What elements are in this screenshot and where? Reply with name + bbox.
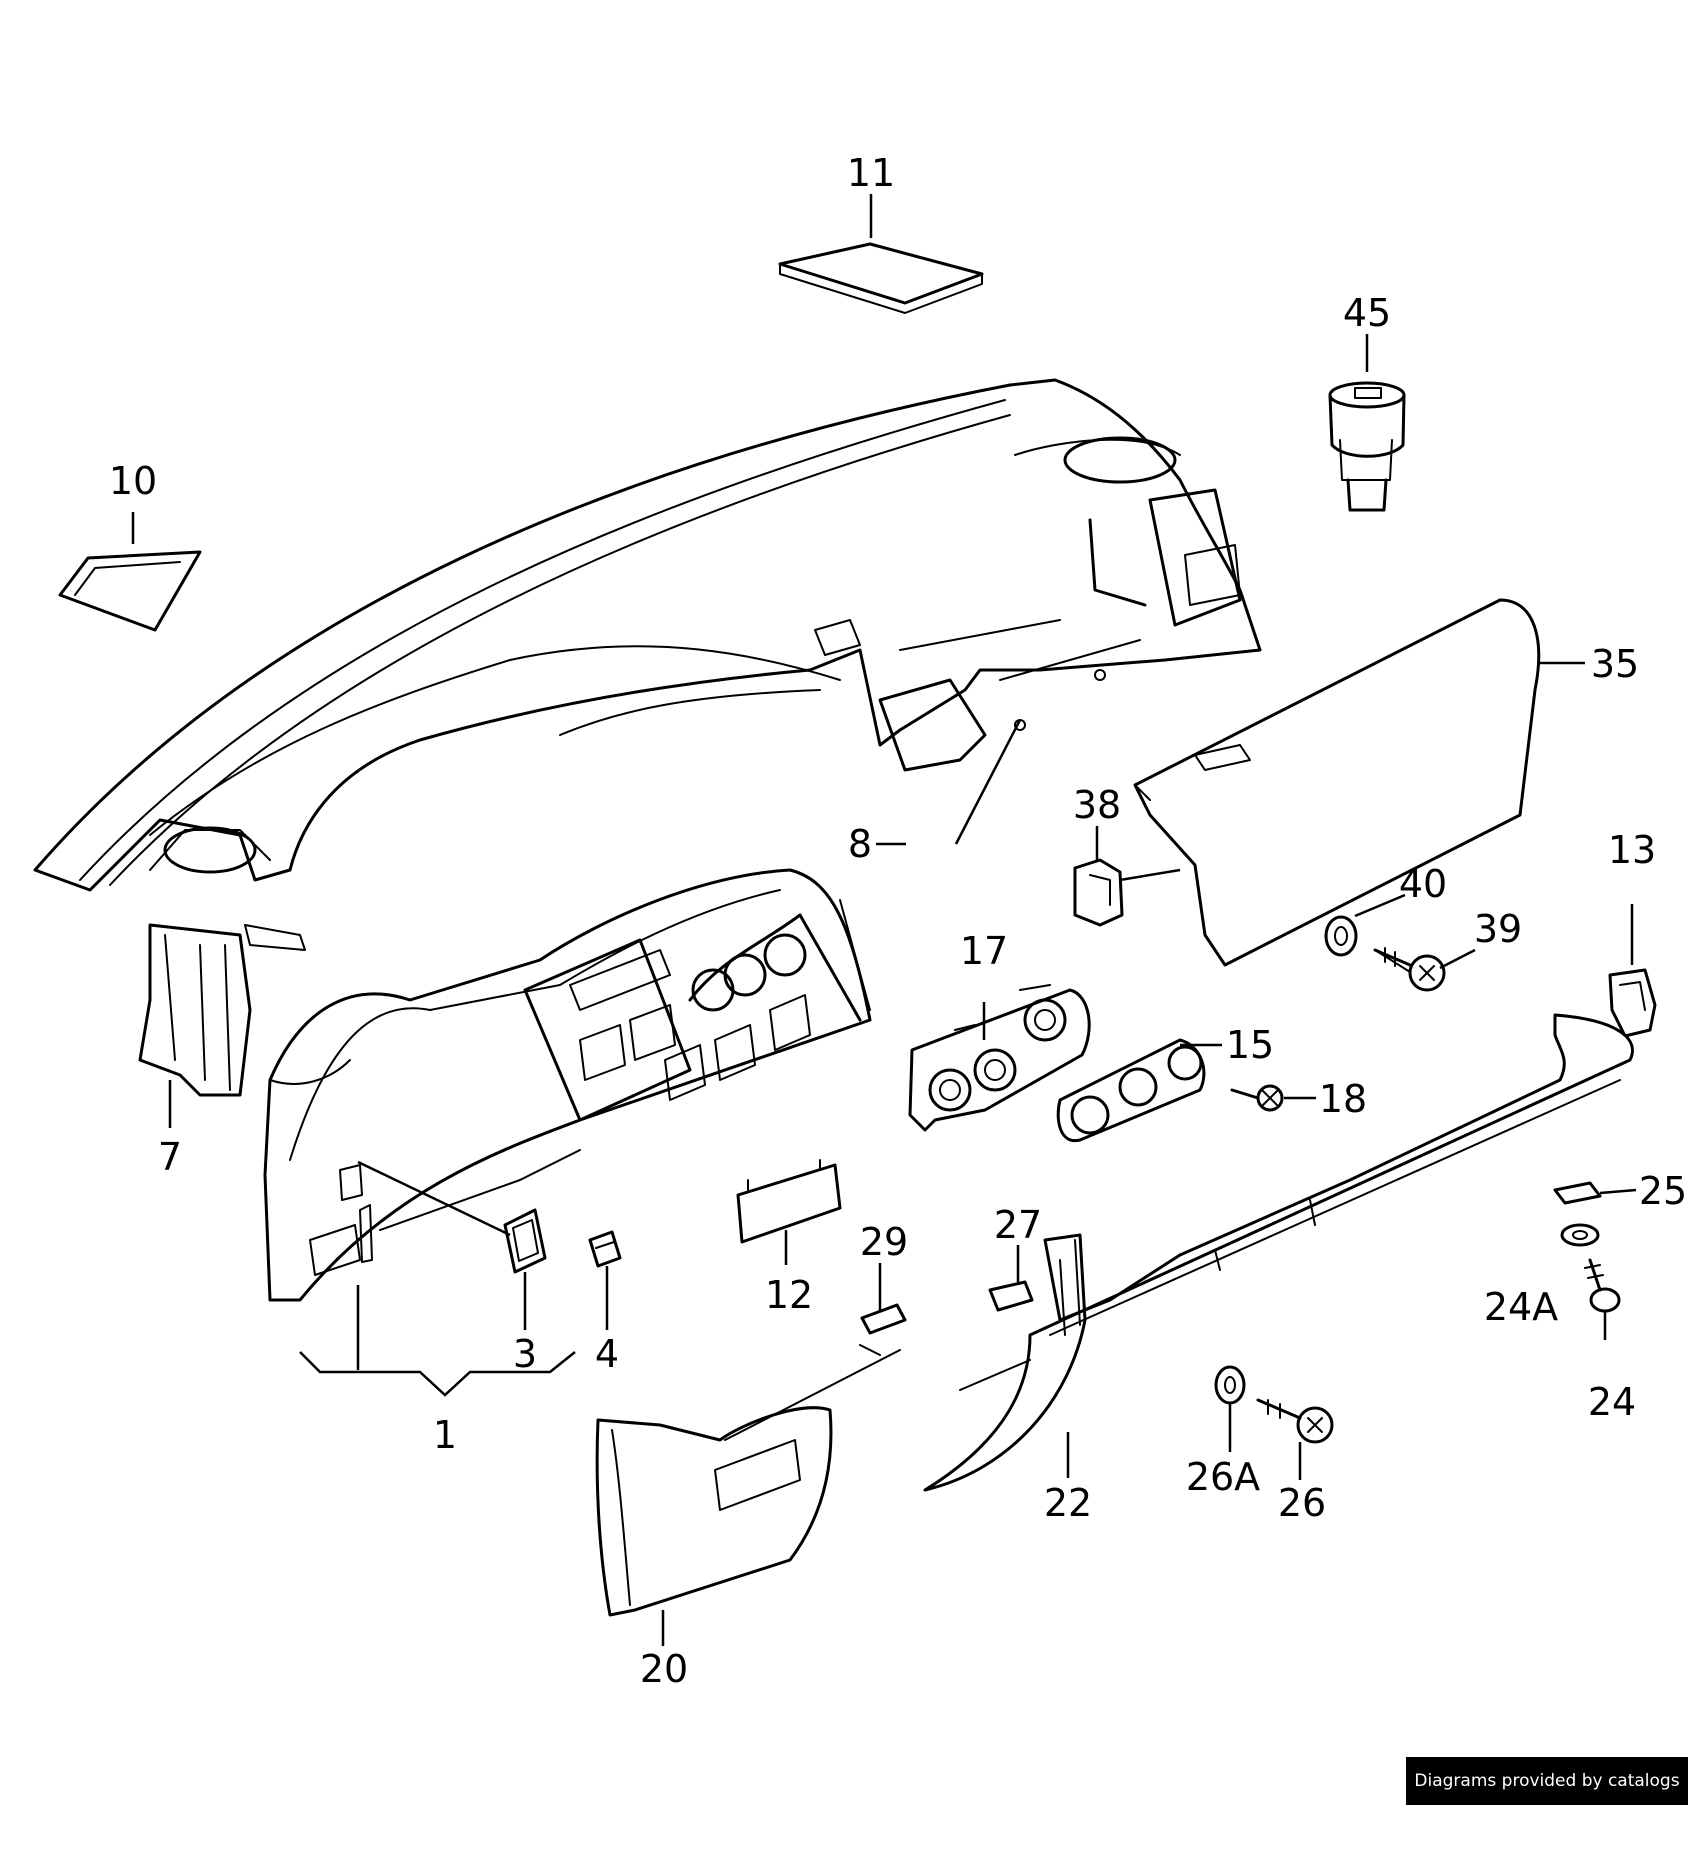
label-25: 25 xyxy=(1639,1169,1687,1213)
label-4: 4 xyxy=(595,1332,619,1376)
dash-panel-top xyxy=(33,378,1262,951)
label-18: 18 xyxy=(1319,1077,1367,1121)
part-7-bracket xyxy=(138,923,252,1097)
part-1-instrument-panel xyxy=(263,868,872,1302)
label-38: 38 xyxy=(1073,783,1121,827)
label-26a: 26A xyxy=(1186,1455,1260,1499)
label-20: 20 xyxy=(640,1647,688,1691)
label-29: 29 xyxy=(860,1220,908,1264)
label-40: 40 xyxy=(1399,862,1447,906)
label-15: 15 xyxy=(1226,1023,1274,1067)
part-10-panel xyxy=(58,550,202,632)
part-26a-washer xyxy=(1214,1365,1246,1405)
part-24-screw xyxy=(1584,1258,1621,1313)
part-25-clip xyxy=(1553,1181,1602,1205)
part-39-screw xyxy=(1373,947,1446,992)
part-24a-washer xyxy=(1560,1223,1600,1247)
label-22: 22 xyxy=(1044,1481,1092,1525)
part-27-clip xyxy=(988,1280,1034,1312)
label-39: 39 xyxy=(1474,907,1522,951)
callout-labels: 11 45 10 7 8 35 38 40 39 13 17 15 18 25 … xyxy=(109,151,1687,1691)
label-27: 27 xyxy=(994,1203,1042,1247)
credit-badge: Diagrams provided by catalogs parts xyxy=(1406,1757,1688,1839)
label-3: 3 xyxy=(513,1332,537,1376)
label-45: 45 xyxy=(1343,291,1391,335)
part-11-cover xyxy=(778,242,984,314)
part-13-cap xyxy=(1608,968,1657,1038)
part-20-lower-cover xyxy=(595,1344,901,1617)
part-4-clip xyxy=(588,1230,622,1268)
label-26: 26 xyxy=(1278,1481,1326,1525)
part-38-latch xyxy=(1073,858,1124,927)
label-13: 13 xyxy=(1608,828,1656,872)
label-1: 1 xyxy=(433,1413,457,1457)
part-18-screw xyxy=(1230,1084,1284,1112)
leader-lines xyxy=(131,194,1637,1646)
part-35-lid xyxy=(1133,598,1541,967)
part-22-lower-trim xyxy=(923,1013,1634,1492)
label-24: 24 xyxy=(1588,1380,1636,1424)
part-40-washer xyxy=(1324,915,1358,957)
part-29-clip xyxy=(860,1303,907,1335)
label-12: 12 xyxy=(765,1273,813,1317)
label-7: 7 xyxy=(158,1135,182,1179)
label-10: 10 xyxy=(109,459,157,503)
label-35: 35 xyxy=(1591,642,1639,686)
label-17: 17 xyxy=(960,929,1008,973)
part-3-bezel xyxy=(503,1208,547,1274)
part-45-lighter xyxy=(1328,381,1406,512)
part-12-blank xyxy=(736,1159,842,1244)
label-11: 11 xyxy=(847,151,895,195)
part-17-control-unit xyxy=(908,984,1091,1132)
parts-diagram: 11 45 10 7 8 35 38 40 39 13 17 15 18 25 … xyxy=(33,151,1687,1691)
label-8: 8 xyxy=(848,822,872,866)
label-24a: 24A xyxy=(1484,1285,1558,1329)
part-26-screw xyxy=(1256,1398,1334,1444)
